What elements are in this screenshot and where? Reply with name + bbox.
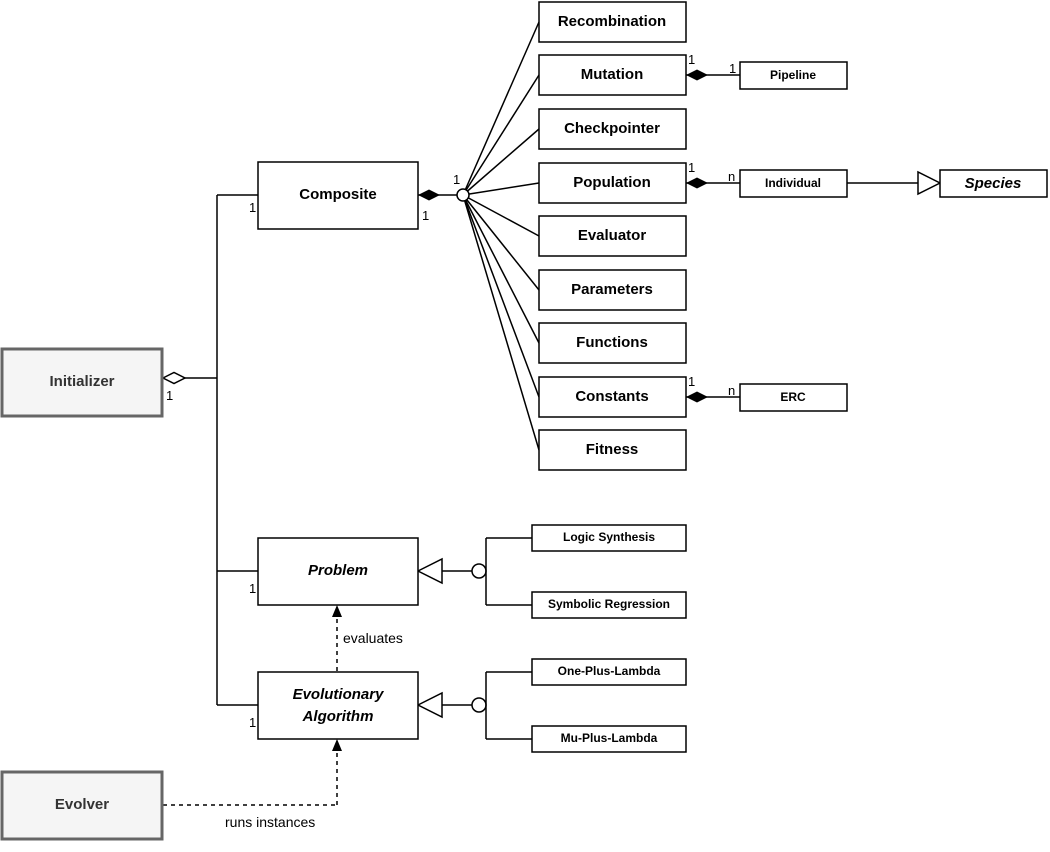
multiplicity-evolutionary-algorithm: 1 [249,715,256,730]
svg-text:Algorithm: Algorithm [302,708,374,725]
svg-text:Species: Species [965,175,1022,192]
class-evolutionary-algorithm[interactable]: Evolutionary Algorithm [257,671,419,740]
class-composite[interactable]: Composite [257,161,419,230]
class-species[interactable]: Species [939,169,1048,198]
svg-text:1: 1 [688,52,695,67]
class-erc[interactable]: ERC [739,383,848,412]
multiplicity-composite: 1 [249,200,256,215]
svg-text:Composite: Composite [299,186,377,203]
svg-text:Evaluator: Evaluator [578,227,647,244]
evaluates-dependency: evaluates [332,605,403,671]
svg-text:n: n [728,383,735,398]
population-individual-composition: 1 n [686,160,740,189]
junction-circle [456,188,470,202]
class-checkpointer[interactable]: Checkpointer [538,108,687,150]
svg-text:Population: Population [573,174,651,191]
individual-species-inheritance [847,170,942,196]
class-evaluator[interactable]: Evaluator [538,215,687,257]
svg-text:Fitness: Fitness [586,441,639,458]
svg-text:1: 1 [688,374,695,389]
svg-text:Constants: Constants [575,388,648,405]
class-initializer[interactable]: Initializer [0,347,164,418]
svg-text:Initializer: Initializer [49,373,114,390]
initializer-aggregation: 1 1 1 1 [161,194,258,730]
svg-text:Evolutionary: Evolutionary [293,686,385,703]
class-symbolic-regression[interactable]: Symbolic Regression [531,591,687,619]
class-mu-plus-lambda[interactable]: Mu-Plus-Lambda [531,725,687,753]
multiplicity-initializer: 1 [166,388,173,403]
evaluates-label: evaluates [343,630,403,646]
problem-realization [416,537,532,606]
svg-text:One-Plus-Lambda: One-Plus-Lambda [558,664,661,678]
inheritance-triangle [917,170,942,196]
class-problem[interactable]: Problem [257,537,419,606]
svg-text:Checkpointer: Checkpointer [564,120,660,137]
class-one-plus-lambda[interactable]: One-Plus-Lambda [531,658,687,686]
svg-text:1: 1 [729,61,736,76]
svg-text:Symbolic Regression: Symbolic Regression [548,597,670,611]
svg-text:n: n [728,169,735,184]
class-evolver[interactable]: Evolver [0,770,164,841]
composite-composition-link: 1 1 [418,172,470,223]
svg-text:Mu-Plus-Lambda: Mu-Plus-Lambda [561,731,658,745]
runs-instances-label: runs instances [225,814,315,830]
class-pipeline[interactable]: Pipeline [739,61,848,90]
svg-text:ERC: ERC [780,390,806,404]
svg-text:Logic Synthesis: Logic Synthesis [563,530,655,544]
ea-realization [416,671,532,740]
constants-erc-composition: 1 n [686,374,740,403]
mutation-pipeline-composition: 1 1 [686,52,740,81]
class-recombination[interactable]: Recombination [538,1,687,43]
class-parameters[interactable]: Parameters [538,269,687,311]
svg-text:Parameters: Parameters [571,281,653,298]
svg-text:Pipeline: Pipeline [770,68,816,82]
class-fitness[interactable]: Fitness [538,429,687,471]
svg-text:Problem: Problem [308,562,368,579]
aggregation-diamond [161,371,187,385]
class-mutation[interactable]: Mutation [538,54,687,96]
svg-text:Evolver: Evolver [55,796,109,813]
svg-text:Individual: Individual [765,176,821,190]
svg-text:Functions: Functions [576,334,648,351]
svg-text:Mutation: Mutation [581,66,643,83]
svg-text:Recombination: Recombination [558,13,666,30]
class-individual[interactable]: Individual [739,169,848,198]
composition-diamond [418,189,440,201]
svg-text:1: 1 [688,160,695,175]
multiplicity-composite-one: 1 [453,172,460,187]
composition-fan-lines [462,21,540,451]
class-functions[interactable]: Functions [538,322,687,364]
multiplicity-composite-diamond: 1 [422,208,429,223]
class-logic-synthesis[interactable]: Logic Synthesis [531,524,687,552]
runs-instances-dependency: runs instances [163,739,342,830]
multiplicity-problem: 1 [249,581,256,596]
class-constants[interactable]: Constants [538,376,687,418]
class-population[interactable]: Population [538,162,687,204]
